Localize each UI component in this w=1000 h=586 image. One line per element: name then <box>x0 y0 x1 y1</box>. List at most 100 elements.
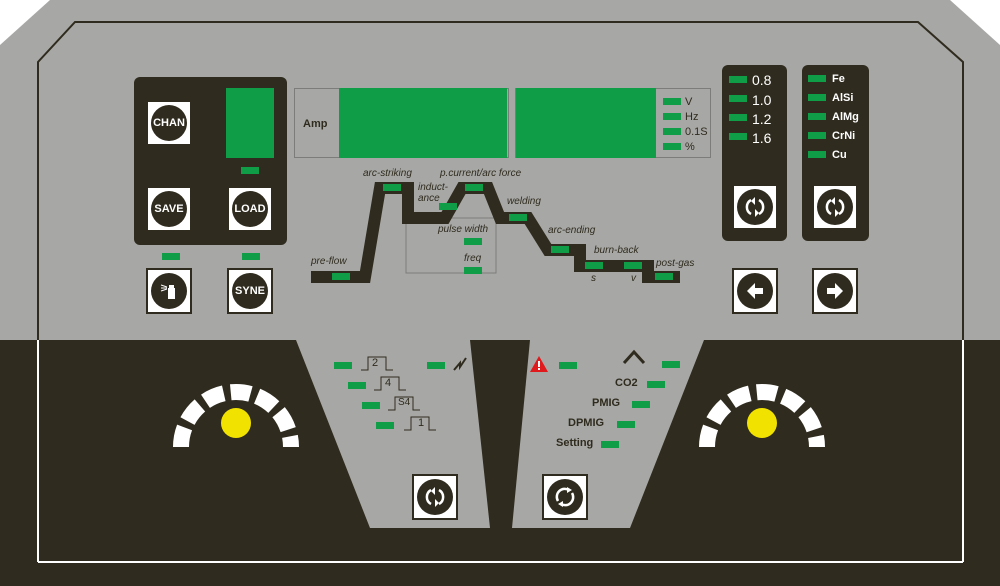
amp-label: Amp <box>303 118 328 130</box>
pre-flow-label: pre-flow <box>311 256 347 267</box>
arc-ending-led <box>551 246 569 253</box>
syne-button-label: SYNE <box>232 273 268 309</box>
freq-led <box>464 267 482 274</box>
material-led-3 <box>808 132 826 139</box>
gas-test-button[interactable] <box>146 268 192 314</box>
wire-size-3: 1.6 <box>752 130 772 146</box>
burn-back-v-led <box>624 262 642 269</box>
burn-back-v-label: v <box>631 273 636 284</box>
syne-led <box>242 253 260 260</box>
post-gas-label: post-gas <box>656 258 695 269</box>
mode-dpmig-led <box>617 421 635 428</box>
trigger-s4t: S4 <box>398 397 411 408</box>
burn-back-label: burn-back <box>594 245 639 256</box>
cycle-icon <box>417 479 453 515</box>
unit-percent: % <box>685 141 695 153</box>
trigger-led-4t <box>348 382 366 389</box>
save-button[interactable]: SAVE <box>146 186 192 232</box>
save-button-label: SAVE <box>151 191 187 227</box>
load-button-label: LOAD <box>232 191 268 227</box>
syne-button[interactable]: SYNE <box>227 268 273 314</box>
wire-size-2: 1.2 <box>752 111 772 127</box>
arrow-right-icon <box>817 273 853 309</box>
material-select-button[interactable] <box>812 184 858 230</box>
power-led <box>427 362 445 369</box>
unit-led-v <box>663 98 681 105</box>
mode-setting: Setting <box>556 437 594 449</box>
mode-pmig-led <box>632 401 650 408</box>
right-knob[interactable] <box>747 408 777 438</box>
trigger-4t: 4 <box>385 377 392 389</box>
pulse-width-led <box>464 238 482 245</box>
inductance-label-2: ance <box>418 193 440 204</box>
unit-led-percent <box>663 143 681 150</box>
material-crni: CrNi <box>832 130 856 142</box>
arrow-left-icon <box>737 273 773 309</box>
mode-pmig: PMIG <box>592 397 621 409</box>
burn-back-s-led <box>585 262 603 269</box>
torch-led <box>662 361 680 368</box>
material-led-1 <box>808 94 826 101</box>
arc-ending-label: arc-ending <box>548 225 596 236</box>
trigger-spot: 1 <box>418 417 425 429</box>
left-knob[interactable] <box>221 408 251 438</box>
trigger-led-2t <box>334 362 352 369</box>
pulse-width-label: pulse width <box>438 224 489 235</box>
warning-icon <box>530 356 548 377</box>
burn-back-s-label: s <box>591 273 596 284</box>
load-button[interactable]: LOAD <box>227 186 273 232</box>
unit-time: 0.1S <box>685 126 708 138</box>
unit-led-hz <box>663 113 681 120</box>
p-current-label: p.current/arc force <box>440 168 522 179</box>
mode-co2: CO2 <box>615 377 638 389</box>
p-current-led <box>465 184 483 191</box>
trigger-2t: 2 <box>372 357 379 369</box>
wire-size-1: 1.0 <box>752 92 772 108</box>
right-knob-scale <box>699 384 825 448</box>
wire-led-3 <box>729 133 747 140</box>
torch-icon <box>622 349 646 370</box>
trigger-led-spot <box>376 422 394 429</box>
wire-select-button[interactable] <box>732 184 778 230</box>
cycle-icon <box>817 189 853 225</box>
chan-button[interactable]: CHAN <box>146 100 192 146</box>
chan-button-label: CHAN <box>151 105 187 141</box>
wire-led-2 <box>729 114 747 121</box>
trigger-select-button[interactable] <box>412 474 458 520</box>
unit-v: V <box>685 96 693 108</box>
right-arrow-button[interactable] <box>812 268 858 314</box>
channel-display <box>226 88 274 158</box>
arc-striking-led <box>383 184 401 191</box>
unit-led-time <box>663 128 681 135</box>
material-almg: AlMg <box>832 111 859 123</box>
inductance-label-1: induct- <box>418 182 449 193</box>
mode-setting-led <box>601 441 619 448</box>
inductance-led <box>439 203 457 210</box>
channel-led <box>241 167 259 174</box>
pre-flow-led <box>332 273 350 280</box>
cycle-icon <box>547 479 583 515</box>
cycle-icon <box>737 189 773 225</box>
wire-led-1 <box>729 95 747 102</box>
warning-led <box>559 362 577 369</box>
material-cu: Cu <box>832 149 847 161</box>
material-fe: Fe <box>832 73 845 85</box>
left-arrow-button[interactable] <box>732 268 778 314</box>
material-led-0 <box>808 75 826 82</box>
gas-spray-icon <box>151 273 187 309</box>
material-led-2 <box>808 113 826 120</box>
trigger-led-s4t <box>362 402 380 409</box>
wire-size-0: 0.8 <box>752 72 772 88</box>
volt-display <box>516 88 656 158</box>
arc-striking-label: arc-striking <box>363 168 412 179</box>
mode-select-button[interactable] <box>542 474 588 520</box>
unit-hz: Hz <box>685 111 699 123</box>
left-knob-scale <box>173 384 299 448</box>
material-led-4 <box>808 151 826 158</box>
gas-test-led <box>162 253 180 260</box>
freq-label: freq <box>464 253 482 264</box>
welding-led <box>509 214 527 221</box>
post-gas-led <box>655 273 673 280</box>
